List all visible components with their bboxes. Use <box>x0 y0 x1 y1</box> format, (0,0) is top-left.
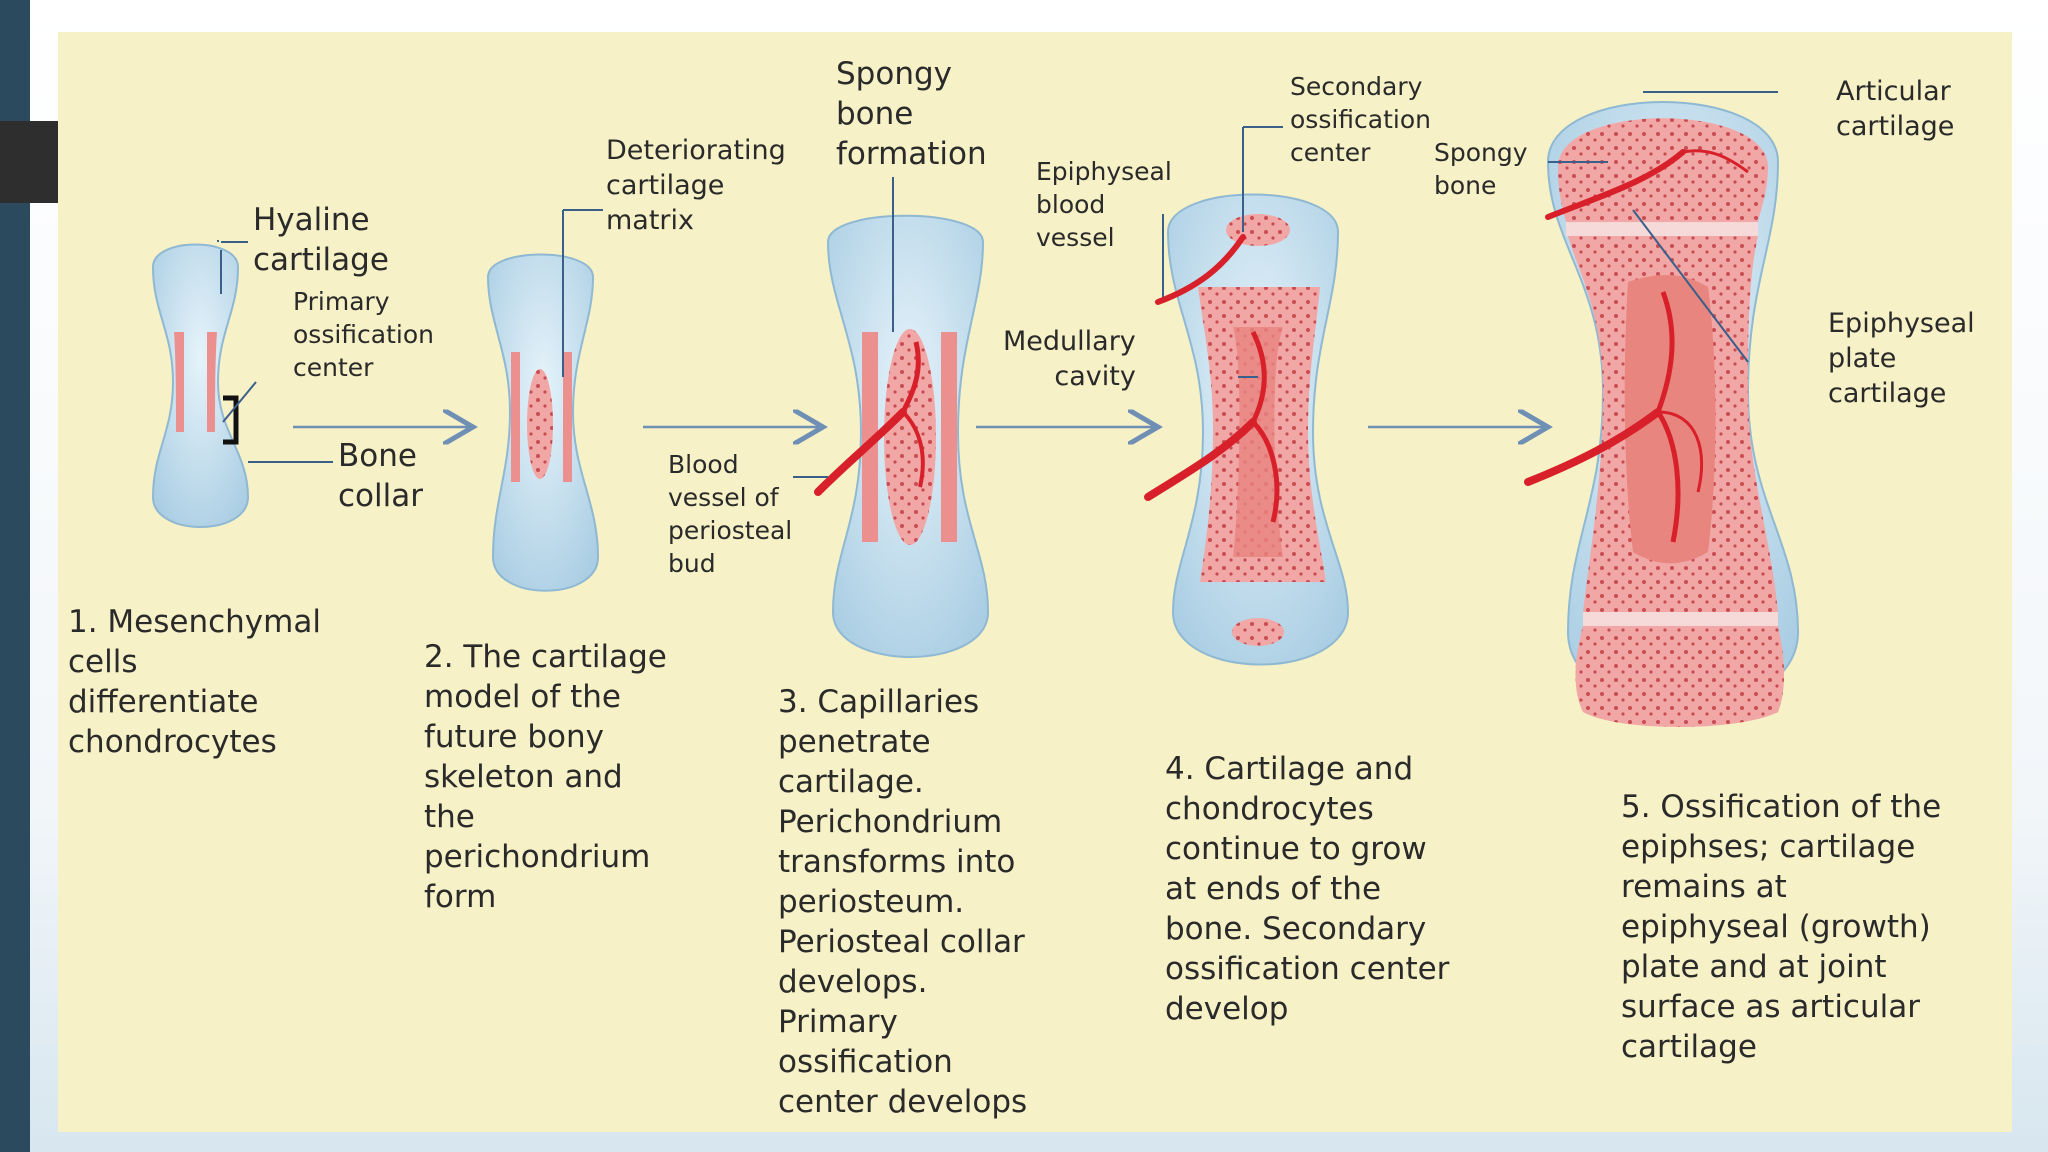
leader-lines <box>217 91 1778 478</box>
caption-step-4: 4. Cartilage and chondrocytes continue t… <box>1165 751 1450 1027</box>
caption-step-1: 1. Mesenchymal cells differentiate chond… <box>68 604 321 760</box>
caption-step-2: 2. The cartilage model of the future bon… <box>424 639 667 915</box>
bone-development-illustration <box>151 91 1800 727</box>
label-spongy-bone-formation: Spongy bone formation <box>836 56 987 172</box>
label-secondary-ossification-center: Secondary ossification center <box>1290 72 1431 167</box>
label-articular-cartilage: Articular cartilage <box>1836 76 1955 142</box>
diagram-panel: Hyaline cartilage Primary ossification c… <box>58 32 2012 1132</box>
label-epiphyseal-blood-vessel: Epiphyseal blood vessel <box>1036 157 1172 252</box>
label-bone-collar: Bone collar <box>338 438 423 514</box>
stage-2-cartilage-model <box>486 253 600 592</box>
stage-1-cartilage-model <box>151 243 250 528</box>
stage-5-mature-bone <box>1524 101 1800 727</box>
stage-4-developing-bone <box>1144 193 1350 666</box>
label-blood-vessel-periosteal-bud: Blood vessel of periosteal bud <box>668 450 793 578</box>
label-hyaline-cartilage: Hyaline cartilage <box>253 202 389 278</box>
label-spongy-bone: Spongy bone <box>1434 138 1528 200</box>
label-primary-ossification-center: Primary ossification center <box>293 287 434 382</box>
label-epiphyseal-plate-cartilage: Epiphyseal plate cartilage <box>1828 308 1975 409</box>
slide-tab-block <box>0 121 58 203</box>
label-deteriorating-cartilage-matrix: Deteriorating cartilage matrix <box>606 135 786 236</box>
label-medullary-cavity: Medullary cavity <box>1003 326 1136 392</box>
caption-step-5: 5. Ossification of the epiphses; cartila… <box>1621 789 1942 1065</box>
caption-step-3: 3. Capillaries penetrate cartilage. Peri… <box>778 684 1028 1120</box>
stage-3-cartilage-model <box>814 214 990 658</box>
